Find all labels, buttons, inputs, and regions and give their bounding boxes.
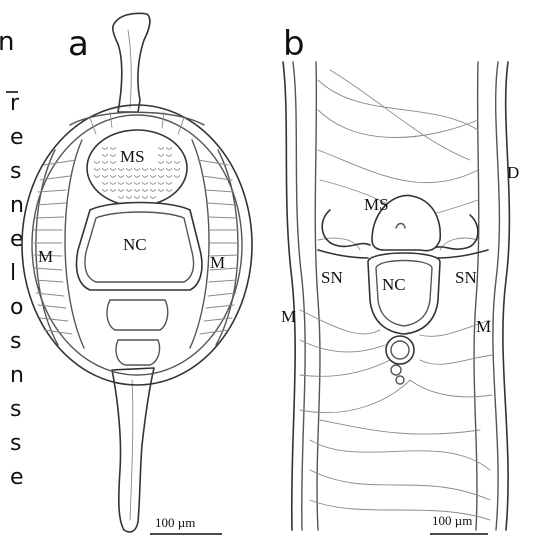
label-d-b: D: [507, 163, 519, 182]
label-ms-b: MS: [364, 195, 389, 214]
panel-b-letter: b: [283, 24, 305, 64]
ms-structure: [87, 130, 187, 206]
edge-col-char: e: [10, 125, 24, 150]
ventral-small-2: [396, 376, 404, 384]
label-ms-a: MS: [120, 147, 145, 166]
label-nc-b: NC: [382, 275, 406, 294]
scale-bar-label-b: 100 µm: [432, 513, 472, 528]
label-m-left-b: M: [281, 307, 296, 326]
edge-col-char: o: [10, 295, 23, 320]
label-m-left-a: M: [38, 247, 53, 266]
edge-top-char: n: [0, 27, 14, 57]
panel-b: b: [281, 24, 519, 534]
spine-inner-line: [128, 30, 131, 108]
edge-col-char: n: [10, 193, 24, 218]
scale-bar-label-a: 100 µm: [155, 515, 195, 530]
body-wall-left-inner: [293, 62, 305, 530]
side-nerve-right: [436, 250, 488, 258]
body-wall-right-inner: [493, 62, 500, 530]
spine-lower-inner: [130, 380, 133, 520]
edge-col-char: e: [10, 465, 24, 490]
panel-a-letter: a: [68, 24, 89, 64]
body-wall-right-outer: [503, 62, 510, 530]
muscle-band-left: [34, 140, 84, 348]
ventral-vessel: [386, 336, 414, 364]
ventral-small-1: [391, 365, 401, 375]
ventral-spine: [112, 368, 154, 532]
lower-chamber-1: [107, 300, 168, 330]
muscle-line-right: [474, 62, 479, 530]
edge-col-char: s: [10, 397, 21, 422]
edge-col-char: r: [10, 91, 20, 116]
label-m-right-b: M: [476, 317, 491, 336]
body-wall-left-outer: [283, 62, 295, 530]
edge-col-char: s: [10, 159, 21, 184]
label-nc-a: NC: [123, 235, 147, 254]
lower-chamber-2: [116, 340, 160, 365]
side-nerve-left: [318, 250, 368, 258]
edge-col-char: s: [10, 329, 21, 354]
panel-a: a MS NC: [22, 13, 252, 534]
label-sn-left-b: SN: [321, 268, 343, 287]
edge-col-char: s: [10, 431, 21, 456]
label-m-right-a: M: [210, 253, 225, 272]
edge-col-char: l: [10, 261, 16, 286]
edge-col-char: n: [10, 363, 24, 388]
muscle-line-left: [315, 62, 320, 530]
label-sn-right-b: SN: [455, 268, 477, 287]
side-nerve-left-curl: [322, 210, 370, 246]
